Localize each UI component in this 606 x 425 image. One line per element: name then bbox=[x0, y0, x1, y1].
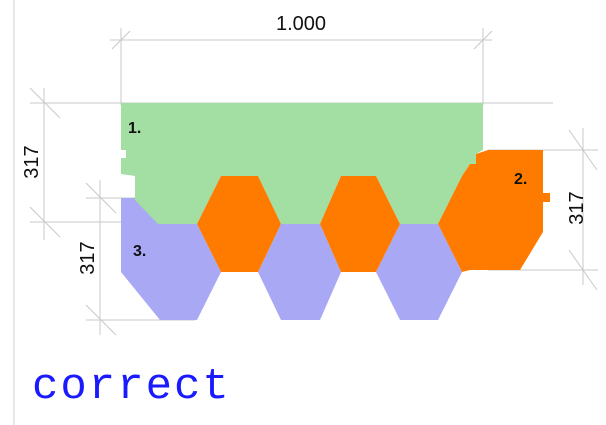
left-outer-tick-bottom bbox=[29, 206, 61, 238]
piece-3-hex-right bbox=[376, 224, 462, 320]
right-dimension-text: 317 bbox=[566, 191, 588, 224]
piece-1-label: 1. bbox=[128, 120, 141, 137]
left-inner-tick-bottom bbox=[85, 304, 117, 336]
piece-3-label: 3. bbox=[133, 243, 146, 260]
left-outer-dimension-text: 317 bbox=[21, 145, 43, 178]
left-outer-tick-top bbox=[29, 87, 61, 119]
width-dim-tick-left bbox=[111, 30, 131, 50]
piece-2-label: 2. bbox=[514, 171, 527, 188]
width-dimension-text: 1.000 bbox=[276, 13, 326, 35]
piece-3-left-block bbox=[121, 198, 221, 320]
piece-2-hex-right bbox=[320, 176, 400, 272]
piece-2-hex-left bbox=[197, 176, 281, 272]
piece-2-right-block bbox=[438, 150, 550, 272]
right-tick-bottom bbox=[568, 249, 598, 291]
left-inner-tick-top bbox=[85, 182, 117, 214]
shingle-piece-2 bbox=[197, 150, 550, 272]
width-dim-tick-right bbox=[473, 30, 493, 50]
shingle-piece-3 bbox=[121, 198, 462, 320]
shingle-piece-1 bbox=[121, 103, 483, 224]
verdict-text: correct bbox=[32, 362, 231, 412]
right-tick-top bbox=[568, 129, 598, 171]
piece-3-hex-middle bbox=[258, 224, 341, 320]
left-inner-dimension-text: 317 bbox=[77, 241, 99, 274]
